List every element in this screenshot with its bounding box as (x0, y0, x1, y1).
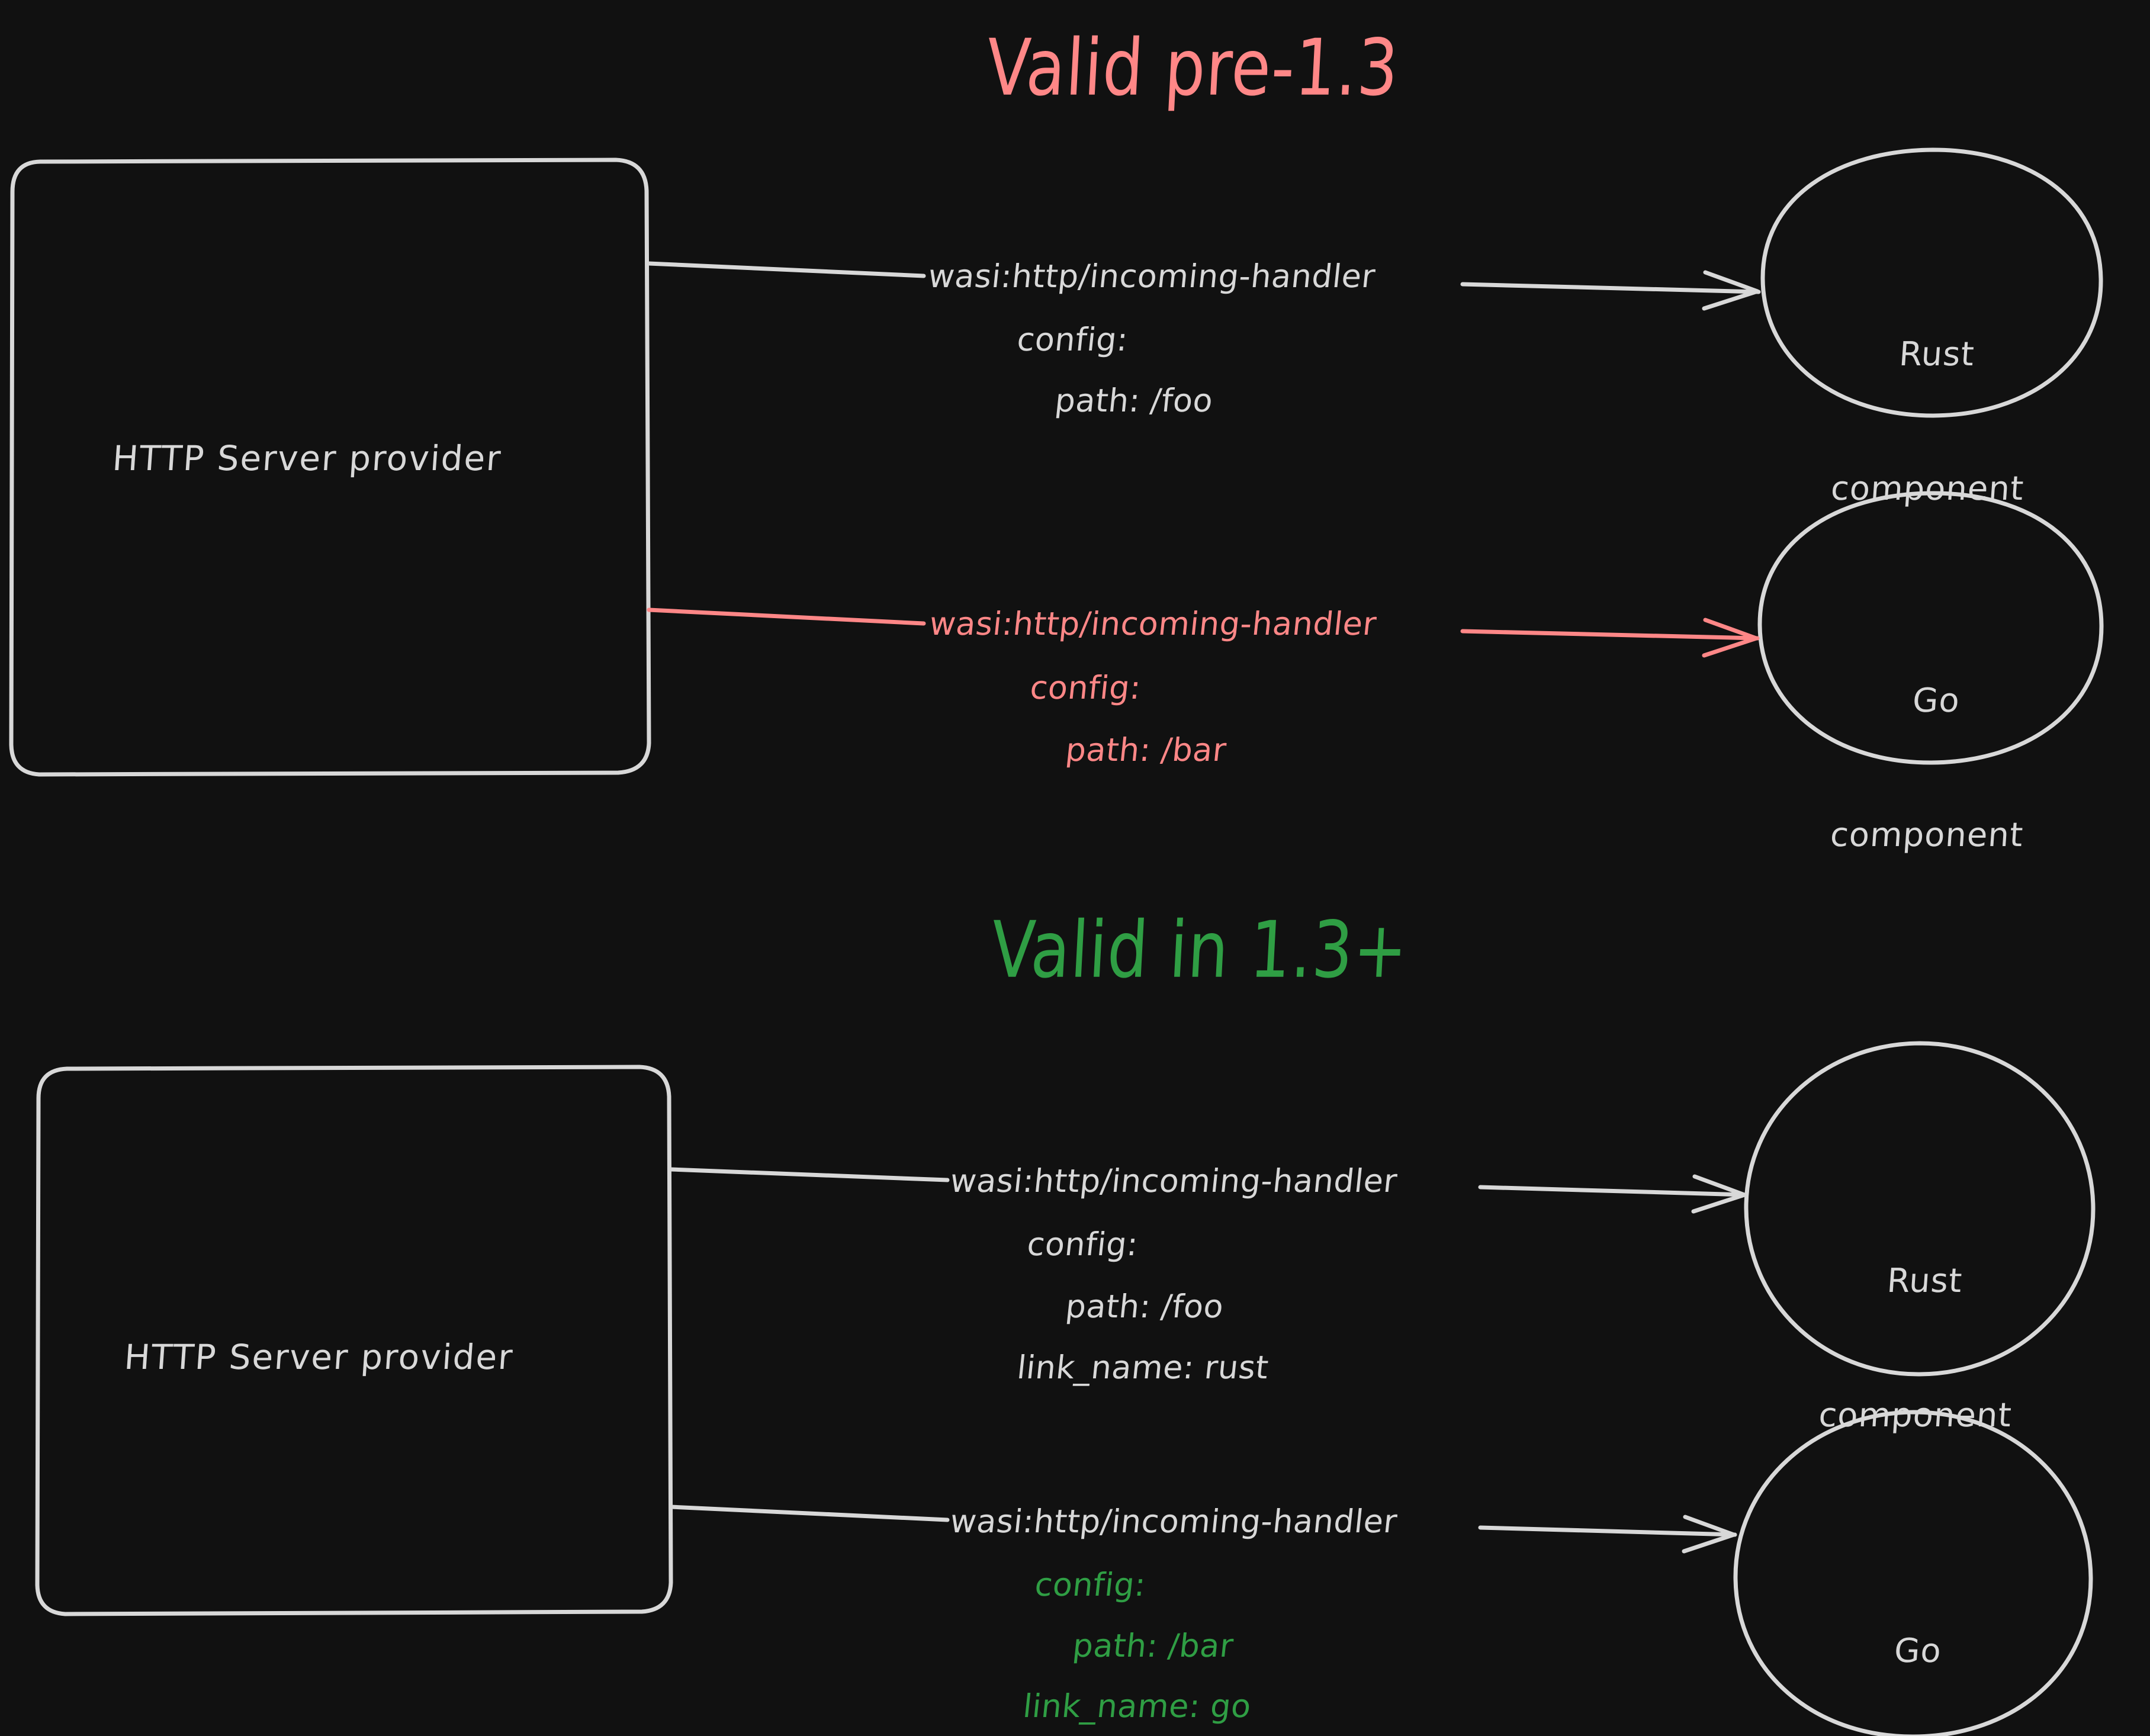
go-component-label-line2: component (1828, 815, 2025, 854)
go-component-label-bottom: Go component (1723, 1539, 2103, 1736)
edge-config-key-bottom-rust: config: (1025, 1226, 1140, 1263)
edge-line-bottom-rust-right (1478, 1185, 1748, 1197)
edge-interface-label-bottom-go: wasi:http/incoming-handler (948, 1503, 1399, 1540)
edge-config-linkname-bottom-go: link_name: go (1021, 1687, 1254, 1725)
rust-component-label-bottom: Rust component (1734, 1169, 2106, 1528)
rust-component-label-line1: Rust (1885, 1262, 1964, 1301)
edge-arrowhead-top-rust (1702, 270, 1760, 311)
rust-component-label-line1: Rust (1898, 335, 1976, 374)
edge-line-top-go-right (1460, 629, 1760, 641)
edge-config-key-top-rust: config: (1015, 321, 1130, 358)
edge-config-linkname-bottom-rust: link_name: rust (1015, 1349, 1271, 1386)
rust-component-label-top: Rust component (1750, 243, 2114, 601)
go-component-label-line1: Go (1911, 681, 1962, 721)
edge-arrowhead-top-go (1702, 618, 1759, 658)
edge-arrowhead-bottom-rust (1691, 1174, 1747, 1214)
edge-line-top-rust-right (1460, 282, 1761, 294)
section-title-pre-1-3: Valid pre-1.3 (984, 23, 1401, 114)
edge-interface-label-top-rust: wasi:http/incoming-handler (926, 258, 1377, 295)
provider-label-bottom: HTTP Server provider (123, 1337, 515, 1377)
edge-line-bottom-rust (669, 1167, 950, 1182)
go-component-label-top: Go component (1750, 589, 2113, 947)
rust-component-label-line2: component (1817, 1396, 2013, 1435)
edge-config-path-bottom-go: path: /bar (1071, 1627, 1236, 1664)
edge-config-path-top-go: path: /bar (1063, 731, 1229, 769)
edge-interface-label-bottom-rust: wasi:http/incoming-handler (948, 1162, 1399, 1200)
edge-config-key-bottom-go: config: (1033, 1566, 1148, 1603)
rust-component-label-line2: component (1829, 469, 2026, 508)
edge-arrowhead-bottom-go (1682, 1515, 1736, 1554)
provider-label-top: HTTP Server provider (111, 438, 503, 478)
edge-config-path-bottom-rust: path: /foo (1063, 1288, 1226, 1325)
go-component-label-line1: Go (1892, 1632, 1943, 1671)
edge-line-top-rust (647, 261, 926, 278)
edge-line-top-go (647, 607, 926, 626)
section-title-1-3-plus: Valid in 1.3+ (989, 905, 1410, 996)
edge-config-key-top-go: config: (1028, 669, 1143, 706)
edge-interface-label-top-go: wasi:http/incoming-handler (927, 605, 1378, 642)
edge-config-path-top-rust: path: /foo (1053, 382, 1215, 419)
edge-line-bottom-go (669, 1504, 950, 1522)
edge-line-bottom-go-right (1478, 1525, 1737, 1537)
